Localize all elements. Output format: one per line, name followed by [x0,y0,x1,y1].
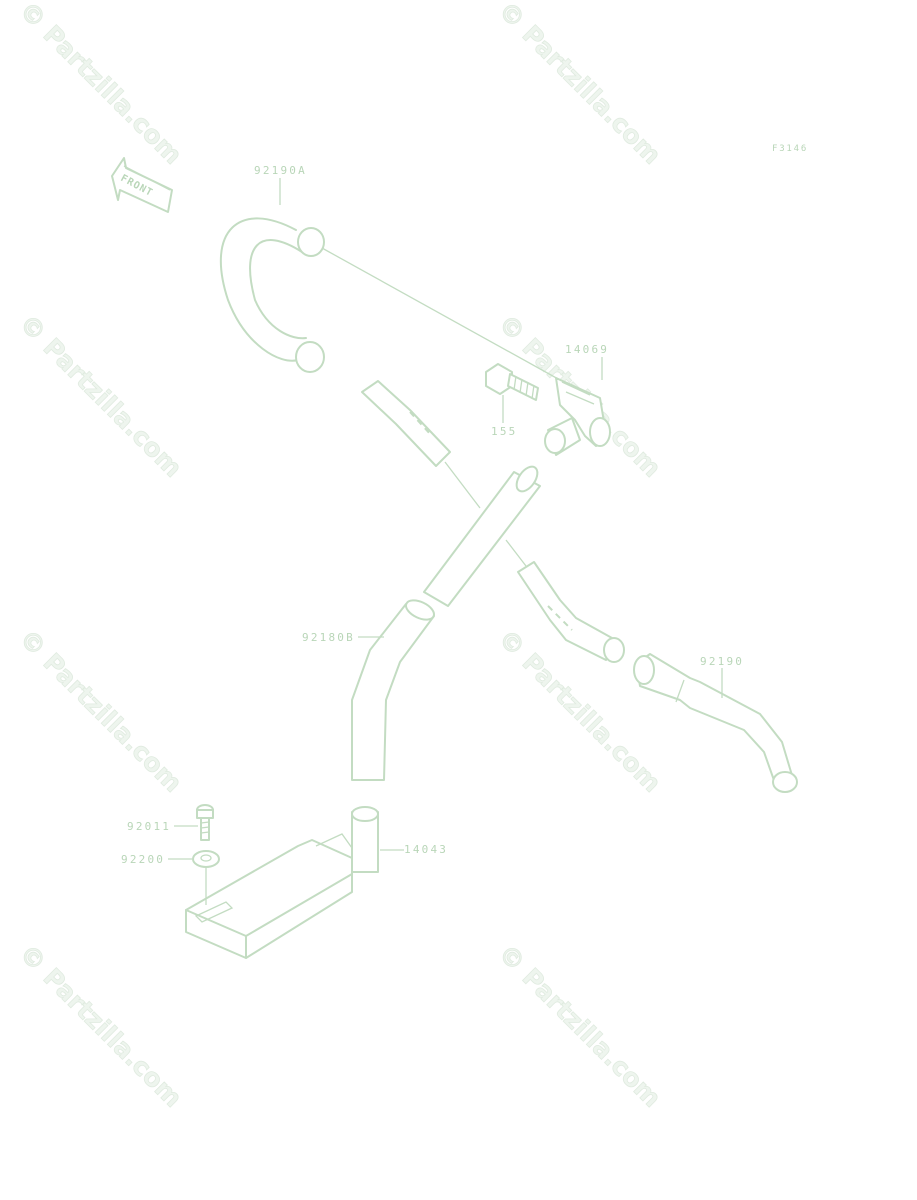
leader-right-joint [505,539,527,567]
washer-92200 [192,850,220,868]
watermark-2: © Partzilla.com [493,0,667,170]
watermark-3: © Partzilla.com [14,309,188,483]
hose-92190a [219,217,325,373]
bolt-92011 [196,804,214,841]
watermark-6: © Partzilla.com [493,624,667,798]
watermark-1: © Partzilla.com [14,0,188,170]
label-92190a: 92190A [254,164,307,177]
label-155: 155 [491,425,517,438]
bracket-14043 [185,806,379,959]
watermark-layer: © Partzilla.com © Partzilla.com © Partzi… [13,0,667,1113]
leader-upper-joint [444,461,481,509]
front-arrow-icon: FRONT [111,157,173,213]
hose-upper-short [361,380,451,467]
hose-right-short [517,561,625,663]
label-14043: 14043 [404,843,448,856]
hose-92180b [351,599,436,781]
watermark-7: © Partzilla.com [14,939,188,1113]
label-14069: 14069 [565,343,609,356]
label-92190: 92190 [700,655,744,668]
valve-14069 [544,377,611,456]
diagram-code: F3146 [772,144,808,154]
leader-hose-to-valve [321,247,561,381]
fitting-155 [485,363,539,401]
watermark-5: © Partzilla.com [14,624,188,798]
label-92011: 92011 [127,820,171,833]
hose-center-straight [423,465,541,607]
watermark-8: © Partzilla.com [493,939,667,1113]
label-92200: 92200 [121,853,165,866]
label-92180b: 92180B [302,631,355,644]
hose-92190 [633,653,798,793]
